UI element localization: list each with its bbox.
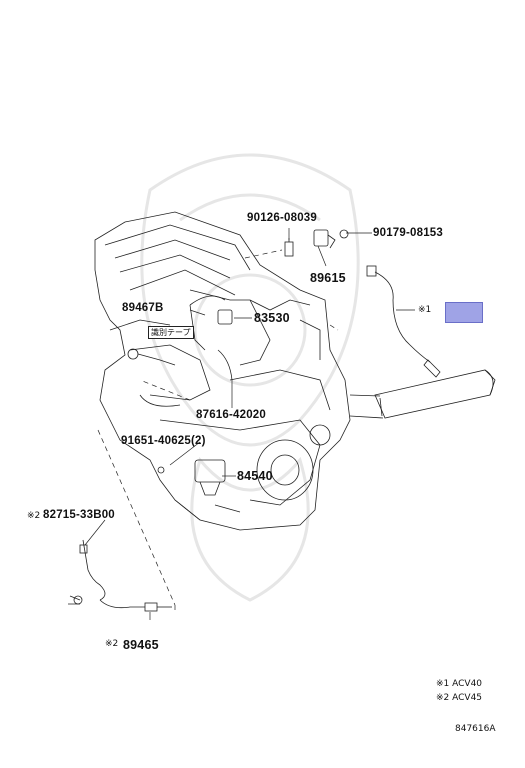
part-number-89615[interactable]: 89615	[310, 271, 346, 285]
watermark-emblem	[140, 153, 360, 602]
part-number-87616-42020[interactable]: 87616-42020	[196, 409, 266, 421]
part-number-83530[interactable]: 83530	[254, 311, 290, 325]
oxygen-sensor-2	[68, 539, 172, 612]
part-number-89467b[interactable]: 89467B	[122, 302, 164, 314]
diagram-code: 847616A	[455, 724, 496, 734]
part-number-91651-40625[interactable]: 91651-40625(2)	[121, 435, 206, 447]
part-number-90126-08039[interactable]: 90126-08039	[247, 212, 317, 224]
legend-acv40: ※1 ACV40	[436, 679, 483, 689]
identification-tape-label: 識別テープ	[148, 326, 194, 339]
highlighted-part-box[interactable]	[445, 302, 483, 323]
note-mark-2-bottom: ※2	[105, 639, 119, 649]
dashed-lines	[97, 249, 339, 610]
legend-acv45: ※2 ACV45	[436, 693, 483, 703]
part-number-82715-33b00[interactable]: 82715-33B00	[43, 509, 115, 521]
components	[127, 229, 349, 496]
engine-block	[94, 211, 351, 531]
leader-lines	[84, 228, 415, 620]
note-mark-1: ※1	[418, 305, 432, 315]
part-number-84540[interactable]: 84540	[237, 469, 273, 483]
part-number-89465[interactable]: 89465	[123, 638, 159, 652]
exhaust-pipe	[349, 369, 496, 419]
oxygen-sensor-1	[366, 265, 441, 378]
part-number-90179-08153[interactable]: 90179-08153	[373, 227, 443, 239]
note-mark-2-top: ※2	[27, 511, 41, 521]
